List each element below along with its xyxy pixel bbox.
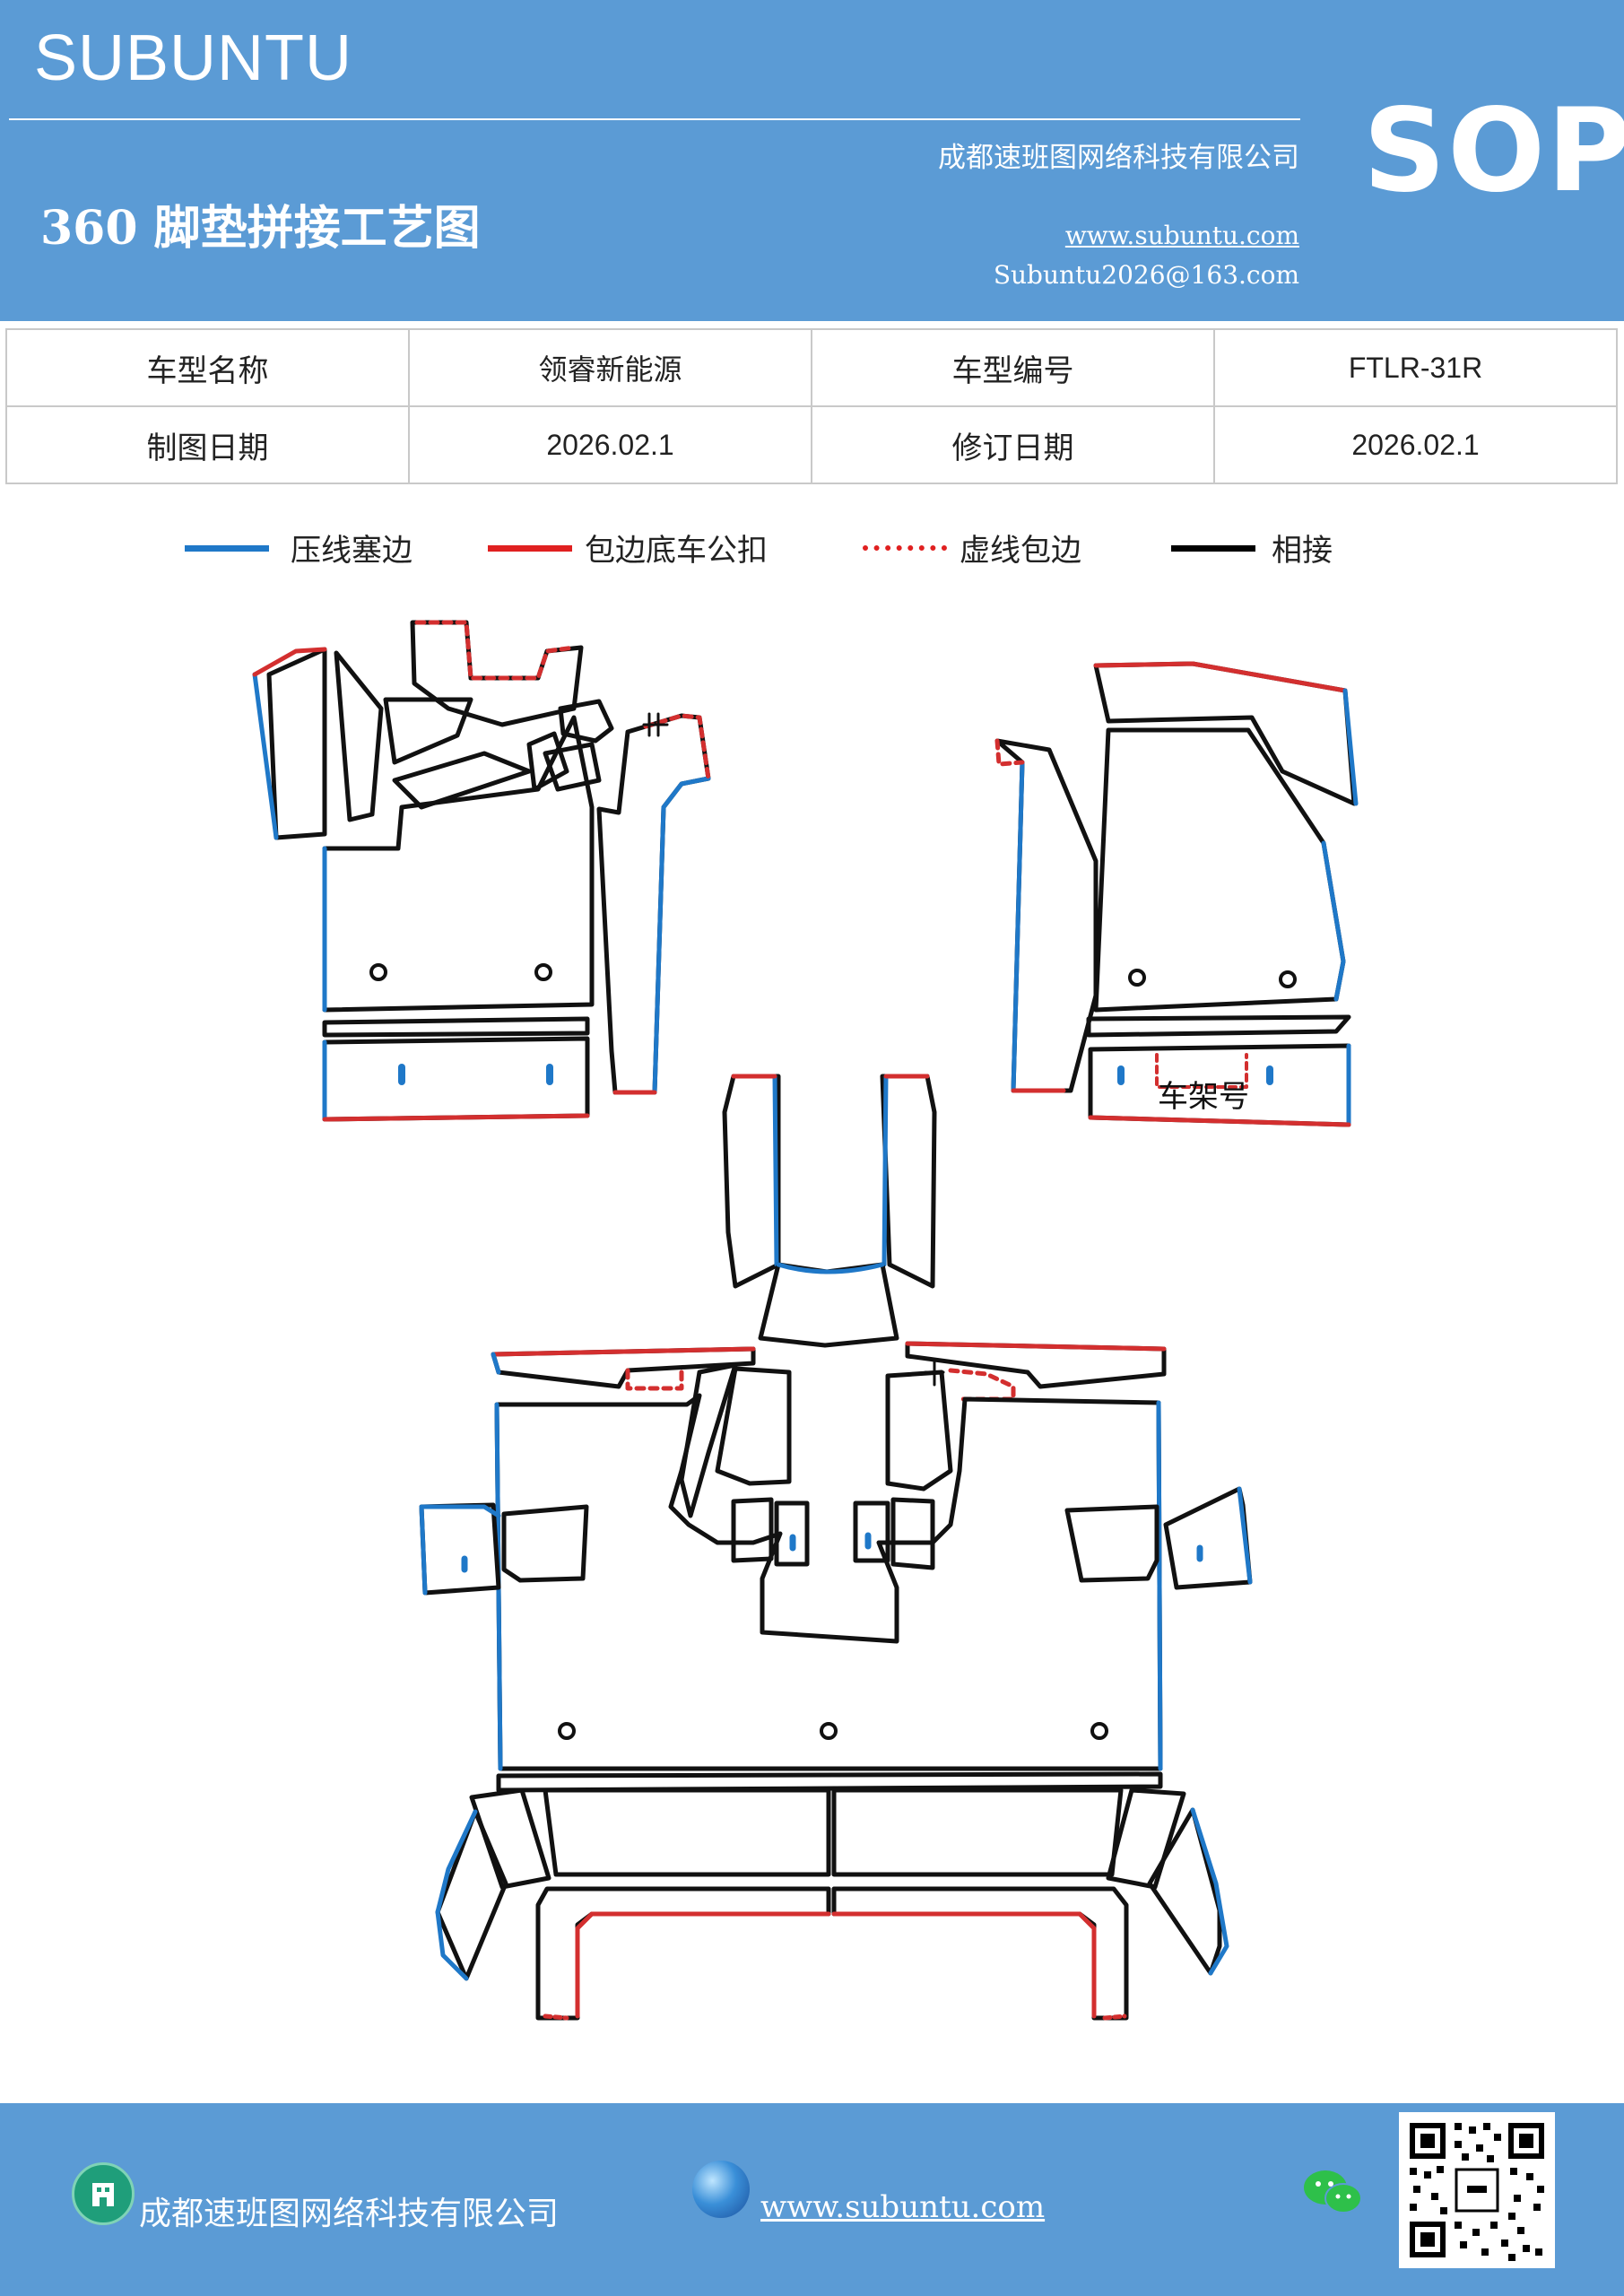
rear-right-flap xyxy=(1064,1486,1253,1590)
footer: 成都速班图网络科技有限公司 www.subuntu.com xyxy=(0,2103,1624,2296)
building-icon xyxy=(72,2162,135,2225)
center-tunnel-mat xyxy=(722,1074,937,1348)
table-row: 车型名称 领睿新能源 车型编号 FTLR-31R xyxy=(5,328,1618,407)
legend-swatch xyxy=(185,545,269,552)
rear-seat-panels xyxy=(435,1771,1229,2021)
email-address: Subuntu2026@163.com xyxy=(993,260,1299,290)
front-right-mat xyxy=(994,661,1359,1127)
globe-icon xyxy=(692,2161,750,2218)
cell-draw-date-label: 制图日期 xyxy=(5,405,410,484)
brand-name: SUBUNTU xyxy=(34,22,353,94)
legend-label: 虚线包边 xyxy=(960,533,1081,569)
page-title: 360 脚垫拼接工艺图 xyxy=(40,201,481,256)
cell-revise-date-label: 修订日期 xyxy=(811,405,1215,484)
qr-code xyxy=(1399,2112,1555,2268)
sop-badge: SOP xyxy=(1363,84,1624,218)
rear-left-flap xyxy=(419,1502,589,1596)
company-name: 成都速班图网络科技有限公司 xyxy=(938,142,1299,174)
legend-label: 压线塞边 xyxy=(291,533,413,569)
footer-website-link[interactable]: www.subuntu.com xyxy=(760,2189,1046,2225)
legend-swatch xyxy=(1171,545,1255,552)
wechat-icon[interactable] xyxy=(1302,2166,1365,2220)
legend-swatch xyxy=(863,545,947,551)
table-row: 制图日期 2026.02.1 修订日期 2026.02.1 xyxy=(5,405,1618,484)
mat-splice-diagram: 车架号 xyxy=(252,620,1359,2021)
website-link[interactable]: www.subuntu.com xyxy=(1064,221,1299,250)
cell-model-code-label: 车型编号 xyxy=(811,328,1215,407)
cell-model-name-label: 车型名称 xyxy=(5,328,410,407)
cell-model-code-value: FTLR-31R xyxy=(1213,328,1618,407)
rear-main-mat xyxy=(491,1341,1167,1771)
cell-model-name-value: 领睿新能源 xyxy=(408,328,812,407)
cell-draw-date-value: 2026.02.1 xyxy=(408,405,812,484)
legend-label: 包边底车公扣 xyxy=(585,533,768,569)
cell-revise-date-value: 2026.02.1 xyxy=(1213,405,1618,484)
vehicle-info-table: 车型名称 领睿新能源 车型编号 FTLR-31R 制图日期 2026.02.1 … xyxy=(5,328,1618,484)
header-divider xyxy=(9,118,1300,120)
front-left-mat xyxy=(252,620,711,1122)
footer-company: 成都速班图网络科技有限公司 xyxy=(139,2196,560,2232)
header: SUBUNTU 成都速班图网络科技有限公司 360 脚垫拼接工艺图 www.su… xyxy=(0,0,1624,321)
legend-label: 相接 xyxy=(1272,533,1333,569)
frame-number-label: 车架号 xyxy=(1158,1079,1249,1115)
legend-swatch xyxy=(488,545,572,552)
